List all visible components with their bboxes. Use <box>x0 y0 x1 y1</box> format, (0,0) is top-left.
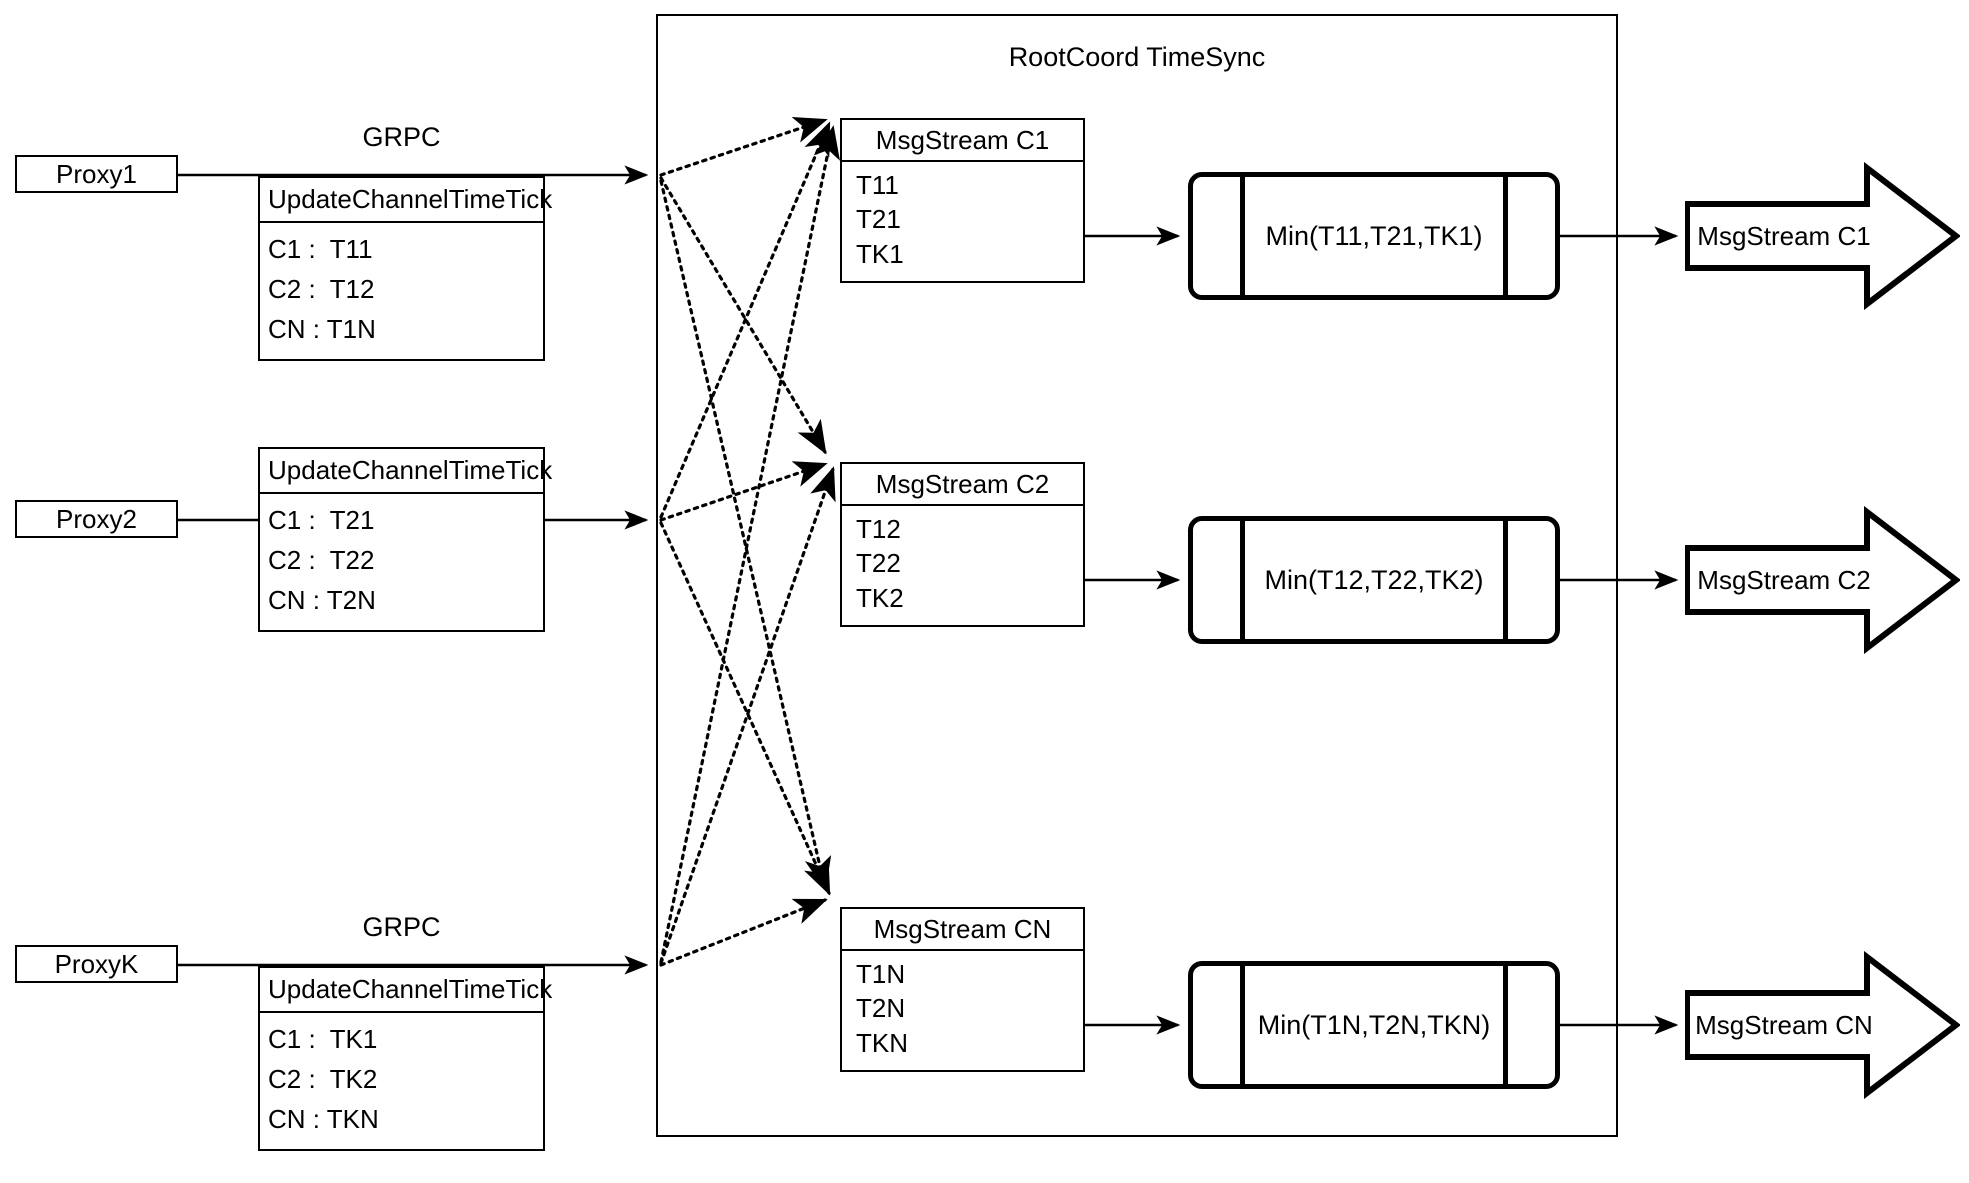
process-bar-left <box>1240 521 1245 639</box>
list-item: T22 <box>856 548 901 579</box>
process-bar-left <box>1240 966 1245 1084</box>
table-row: C1 : TK1 <box>268 1024 378 1054</box>
list-item: T2N <box>856 993 906 1024</box>
list-item: TK1 <box>856 238 904 269</box>
list-item: TKN <box>856 1027 908 1058</box>
msgstream-title-cn: MsgStream CN <box>842 909 1083 951</box>
msgstream-ticks-c2: T12 T22 TK2 <box>842 506 1083 625</box>
table-row: C2 : T12 <box>268 274 375 304</box>
list-item: T12 <box>856 514 901 545</box>
output-block-arrow-c1: MsgStream C1 <box>1685 162 1960 310</box>
proxy-label-k: ProxyK <box>54 949 139 979</box>
table-row: C2 : T22 <box>268 545 375 575</box>
msgstream-ticks-cn: T1N T2N TKN <box>842 951 1083 1070</box>
min-process-label-c2: Min(T12,T22,TK2) <box>1264 564 1484 595</box>
min-process-c1: Min(T11,T21,TK1) <box>1188 172 1560 300</box>
msgstream-title-c1: MsgStream C1 <box>842 120 1083 162</box>
proxy-label-1: Proxy1 <box>56 159 137 189</box>
update-channel-timetick-table-2: UpdateChannelTimeTick C1 : T21 C2 : T22 … <box>258 447 552 632</box>
table-header-1: UpdateChannelTimeTick <box>260 178 552 223</box>
table-row: CN : TKN <box>268 1104 379 1134</box>
table-body-2: C1 : T21 C2 : T22 CN : T2N <box>260 494 543 630</box>
list-item: T11 <box>856 170 899 201</box>
table-header-2: UpdateChannelTimeTick <box>260 449 552 494</box>
table-row: CN : T2N <box>268 585 376 615</box>
table-body-1: C1 : T11 C2 : T12 CN : T1N <box>260 223 543 359</box>
min-process-label-cn: Min(T1N,T2N,TKN) <box>1257 1009 1491 1040</box>
rootcoord-timesync-title: RootCoord TimeSync <box>1008 42 1266 72</box>
table-row: C1 : T21 <box>268 505 375 535</box>
grpc-link-label-k: GRPC <box>362 912 441 942</box>
update-channel-timetick-table-1: UpdateChannelTimeTick C1 : T11 C2 : T12 … <box>258 176 552 361</box>
list-item: TK2 <box>856 582 904 613</box>
table-row: C2 : TK2 <box>268 1064 378 1094</box>
proxy-label-2: Proxy2 <box>56 504 137 534</box>
block-arrow-icon <box>1685 506 1960 654</box>
table-row: CN : T1N <box>268 314 376 344</box>
output-label-c2: MsgStream C2 <box>1697 564 1871 595</box>
output-block-arrow-cn: MsgStream CN <box>1685 951 1960 1099</box>
output-label-c1: MsgStream C1 <box>1697 220 1871 251</box>
min-process-c2: Min(T12,T22,TK2) <box>1188 516 1560 644</box>
table-body-k: C1 : TK1 C2 : TK2 CN : TKN <box>260 1013 543 1149</box>
output-block-arrow-c2: MsgStream C2 <box>1685 506 1960 654</box>
process-bar-right <box>1503 177 1508 295</box>
list-item: T1N <box>856 959 906 990</box>
msgstream-buffer-cn: MsgStream CN T1N T2N TKN <box>840 907 1085 1072</box>
msgstream-buffer-c1: MsgStream C1 T11 T21 TK1 <box>840 118 1085 283</box>
grpc-link-label-1: GRPC <box>362 122 441 152</box>
msgstream-buffer-c2: MsgStream C2 T12 T22 TK2 <box>840 462 1085 627</box>
proxy-box-k[interactable]: ProxyK <box>15 945 178 983</box>
process-bar-right <box>1503 966 1508 1084</box>
output-label-cn: MsgStream CN <box>1695 1009 1873 1040</box>
min-process-cn: Min(T1N,T2N,TKN) <box>1188 961 1560 1089</box>
msgstream-ticks-c1: T11 T21 TK1 <box>842 162 1083 281</box>
min-process-label-c1: Min(T11,T21,TK1) <box>1265 220 1483 251</box>
table-row: C1 : T11 <box>268 234 373 264</box>
proxy-box-1[interactable]: Proxy1 <box>15 155 178 193</box>
block-arrow-icon <box>1685 951 1960 1099</box>
block-arrow-icon <box>1685 162 1960 310</box>
update-channel-timetick-table-k: UpdateChannelTimeTick C1 : TK1 C2 : TK2 … <box>258 966 552 1151</box>
table-header-k: UpdateChannelTimeTick <box>260 968 552 1013</box>
proxy-box-2[interactable]: Proxy2 <box>15 500 178 538</box>
msgstream-title-c2: MsgStream C2 <box>842 464 1083 506</box>
list-item: T21 <box>856 204 901 235</box>
rootcoord-timesync-container <box>656 14 1618 1137</box>
process-bar-left <box>1240 177 1245 295</box>
process-bar-right <box>1503 521 1508 639</box>
